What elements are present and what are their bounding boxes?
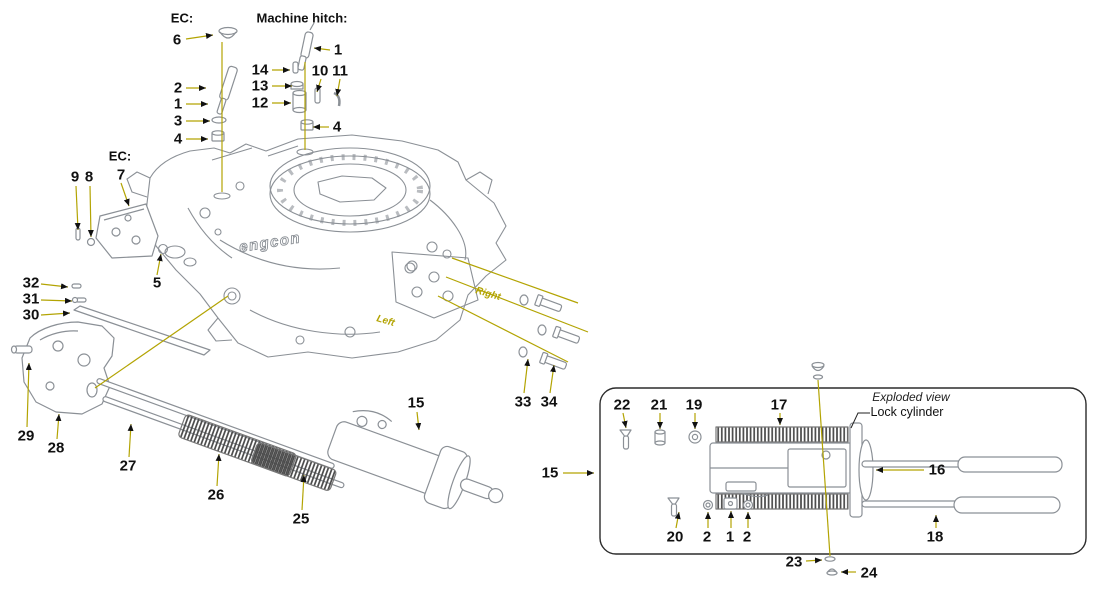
left-marking-label: Left [375,313,396,329]
lock-assembly-art [10,294,581,510]
exploded-view-box [599,387,1087,555]
right-marking-label: Right [474,285,502,303]
lock-cylinder-art [619,361,1063,576]
brand-logo: engcon [238,229,302,256]
lock-cylinder-leader [850,412,870,429]
machine-body-art [126,134,507,359]
leader-lines [25,33,939,575]
top-parts-art [71,22,341,304]
